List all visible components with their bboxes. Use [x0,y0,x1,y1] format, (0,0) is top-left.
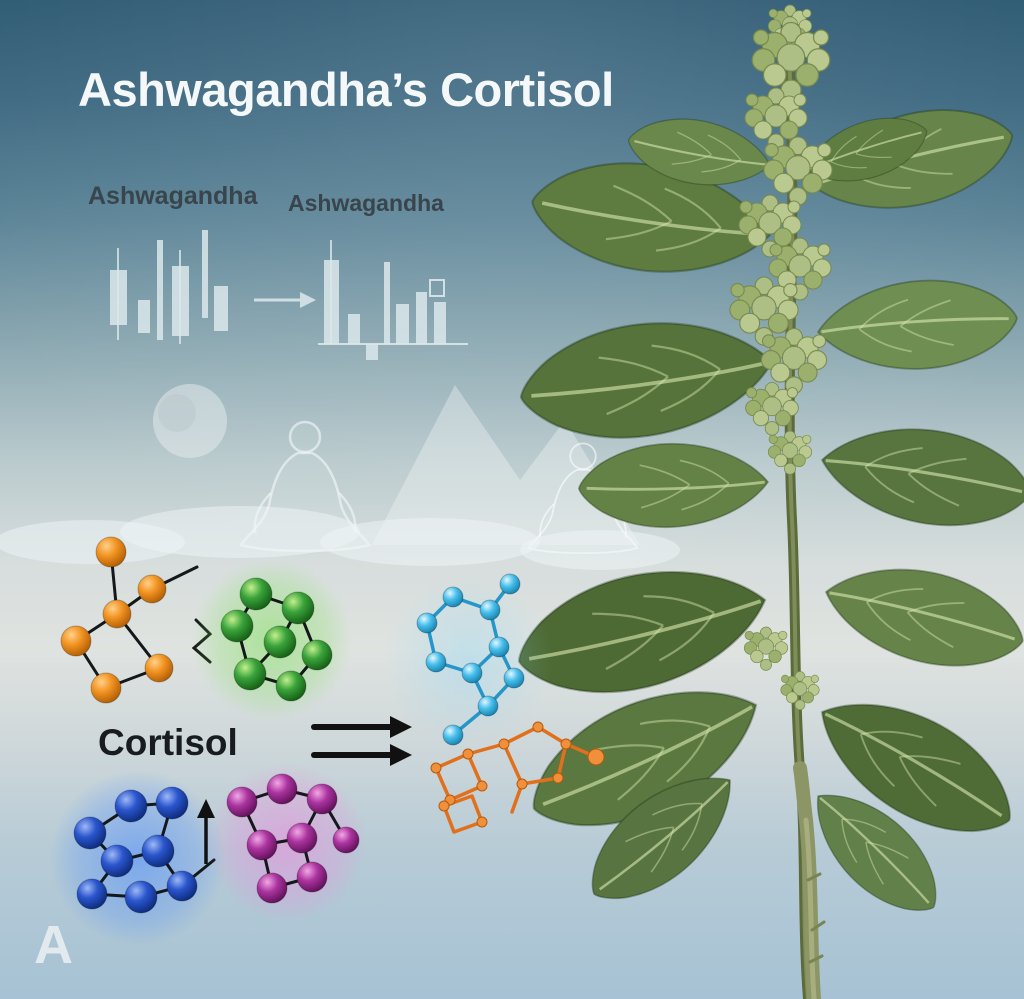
clouds [0,506,680,570]
molecule-green-atoms [220,577,333,702]
molecule-blue-atoms [73,786,198,914]
molecule-orange [60,536,199,704]
chart-label-after: Ashwagandha [288,190,444,216]
arrow-right-icon [254,292,316,308]
chart-label-before: Ashwagandha [88,182,258,210]
cortisol-label: Cortisol [98,722,238,763]
molecule-purple-atoms [226,773,360,904]
molecule-blue [50,770,226,946]
mountains-silhouette [372,385,640,545]
molecule-cyan-atoms [416,573,525,746]
bar-chart-before [110,230,228,344]
up-arrow-icon [197,799,215,864]
skeletal-vertices [430,721,605,828]
molecule-orange-atoms [60,536,174,704]
molecule-orange-bonds [74,550,199,690]
page-title: Ashwagandha’s Cortisol [78,63,614,116]
molecule-purple [207,762,367,922]
molecule-cyan [383,573,553,746]
molecule-green [192,560,352,720]
double-arrow-icon [311,716,412,766]
moon-crater-shape [158,394,196,432]
molecule-skeletal-orange [430,721,605,834]
corner-letter-a: A [34,915,73,975]
bar-chart-after [318,240,468,360]
